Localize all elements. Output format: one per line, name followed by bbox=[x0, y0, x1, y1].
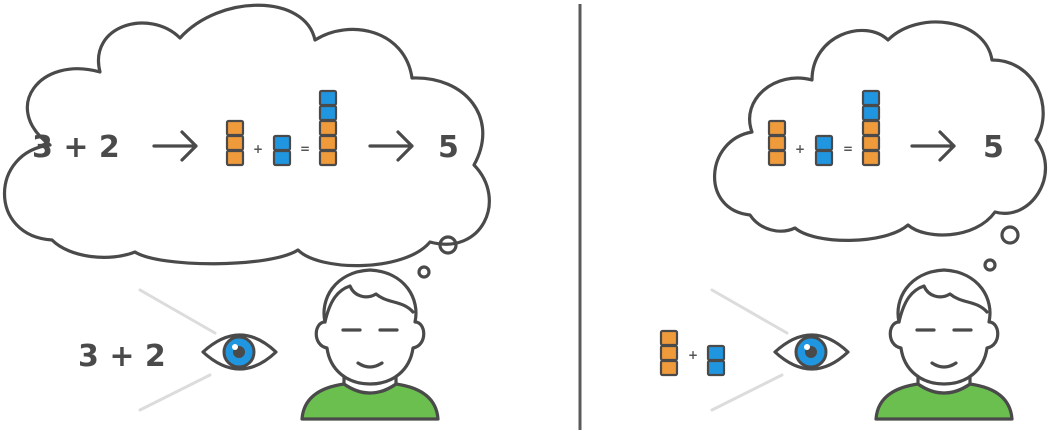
left-cloud-equals: = bbox=[300, 142, 310, 156]
left-block-b-2 bbox=[272, 134, 292, 152]
right-thought-bubble-small bbox=[983, 258, 997, 272]
left-thought-bubble-small bbox=[417, 265, 431, 279]
left-block-sum-1 bbox=[318, 149, 338, 167]
right-thought-cloud bbox=[713, 20, 1048, 242]
right-seen-blocks-b bbox=[706, 344, 726, 377]
right-cloud-plus: + bbox=[795, 142, 805, 156]
left-panel: 3 + 2 + = 5 3 + 2 bbox=[3, 3, 491, 421]
right-block-a-1 bbox=[767, 149, 787, 167]
right-seen-block-a-2 bbox=[659, 344, 679, 362]
left-block-b-1 bbox=[272, 149, 292, 167]
left-person-icon bbox=[300, 268, 440, 421]
left-cloud-expression: 3 + 2 bbox=[32, 130, 120, 165]
left-cloud-arrow-2 bbox=[368, 130, 414, 162]
left-block-a-3 bbox=[225, 119, 245, 137]
right-person-icon bbox=[874, 268, 1014, 421]
right-cloud-blocks-b bbox=[814, 134, 834, 167]
left-block-sum-3 bbox=[318, 119, 338, 137]
left-thought-bubble-large bbox=[438, 235, 458, 255]
left-block-sum-2 bbox=[318, 134, 338, 152]
right-block-sum-3 bbox=[861, 119, 881, 137]
right-seen-block-b-2 bbox=[706, 344, 726, 362]
right-block-sum-5 bbox=[861, 89, 881, 107]
right-cloud-equals: = bbox=[843, 142, 853, 156]
left-thought-cloud bbox=[3, 3, 491, 268]
left-block-a-1 bbox=[225, 149, 245, 167]
left-cloud-blocks-a bbox=[225, 119, 245, 167]
right-eye-icon bbox=[773, 333, 850, 371]
right-seen-block-a-3 bbox=[659, 329, 679, 347]
left-cloud-blocks-sum bbox=[318, 89, 338, 167]
left-vision-ray-bottom bbox=[138, 373, 212, 412]
left-cloud-arrow-1 bbox=[152, 130, 198, 162]
right-cloud-result: 5 bbox=[983, 130, 1004, 165]
left-vision-ray-top bbox=[138, 288, 217, 335]
right-block-sum-4 bbox=[861, 104, 881, 122]
right-seen-block-a-1 bbox=[659, 359, 679, 377]
right-block-b-2 bbox=[814, 134, 834, 152]
right-seen-block-b-1 bbox=[706, 359, 726, 377]
right-cloud-blocks-sum bbox=[861, 89, 881, 167]
right-block-sum-1 bbox=[861, 149, 881, 167]
left-cloud-plus: + bbox=[253, 142, 263, 156]
left-block-sum-4 bbox=[318, 104, 338, 122]
right-vision-ray-top bbox=[710, 288, 789, 335]
right-cloud-blocks-a bbox=[767, 119, 787, 167]
left-cloud-result: 5 bbox=[438, 130, 459, 165]
right-cloud-arrow bbox=[910, 130, 956, 162]
right-block-sum-2 bbox=[861, 134, 881, 152]
left-cloud-blocks-b bbox=[272, 134, 292, 167]
left-eye-icon bbox=[201, 333, 278, 371]
right-vision-ray-bottom bbox=[710, 373, 784, 412]
right-block-b-1 bbox=[814, 149, 834, 167]
right-thought-bubble-large bbox=[1000, 225, 1020, 245]
right-block-a-3 bbox=[767, 119, 787, 137]
right-seen-plus: + bbox=[688, 348, 698, 362]
left-seen-expression: 3 + 2 bbox=[78, 339, 166, 374]
left-block-a-2 bbox=[225, 134, 245, 152]
right-seen-blocks-a bbox=[659, 329, 679, 377]
right-panel: + = 5 + bbox=[659, 20, 1048, 421]
left-block-sum-5 bbox=[318, 89, 338, 107]
right-block-a-2 bbox=[767, 134, 787, 152]
